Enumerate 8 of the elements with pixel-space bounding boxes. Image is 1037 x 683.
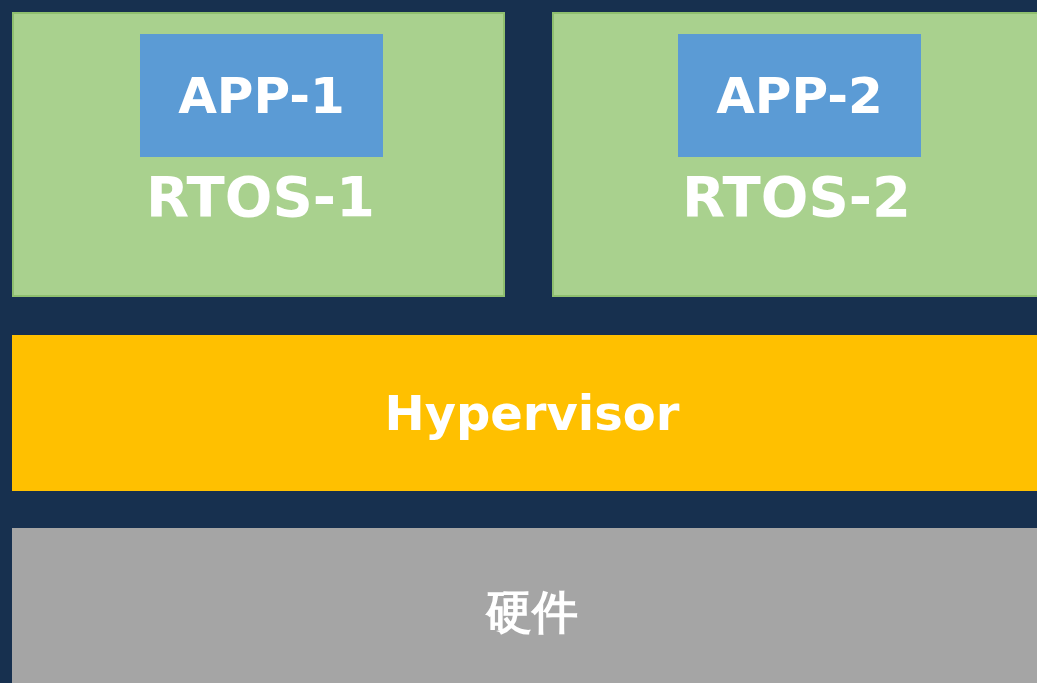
box-title: RTOS-1 — [145, 162, 376, 230]
app-box: APP-2 — [678, 34, 921, 157]
os-box — [552, 12, 1037, 297]
hypervisor-layer: Hypervisor — [12, 335, 1037, 491]
hardware-layer: 硬件 — [12, 528, 1037, 683]
box-title: RTOS-2 — [681, 162, 912, 230]
os-box — [12, 12, 505, 297]
app-box: APP-1 — [140, 34, 383, 157]
